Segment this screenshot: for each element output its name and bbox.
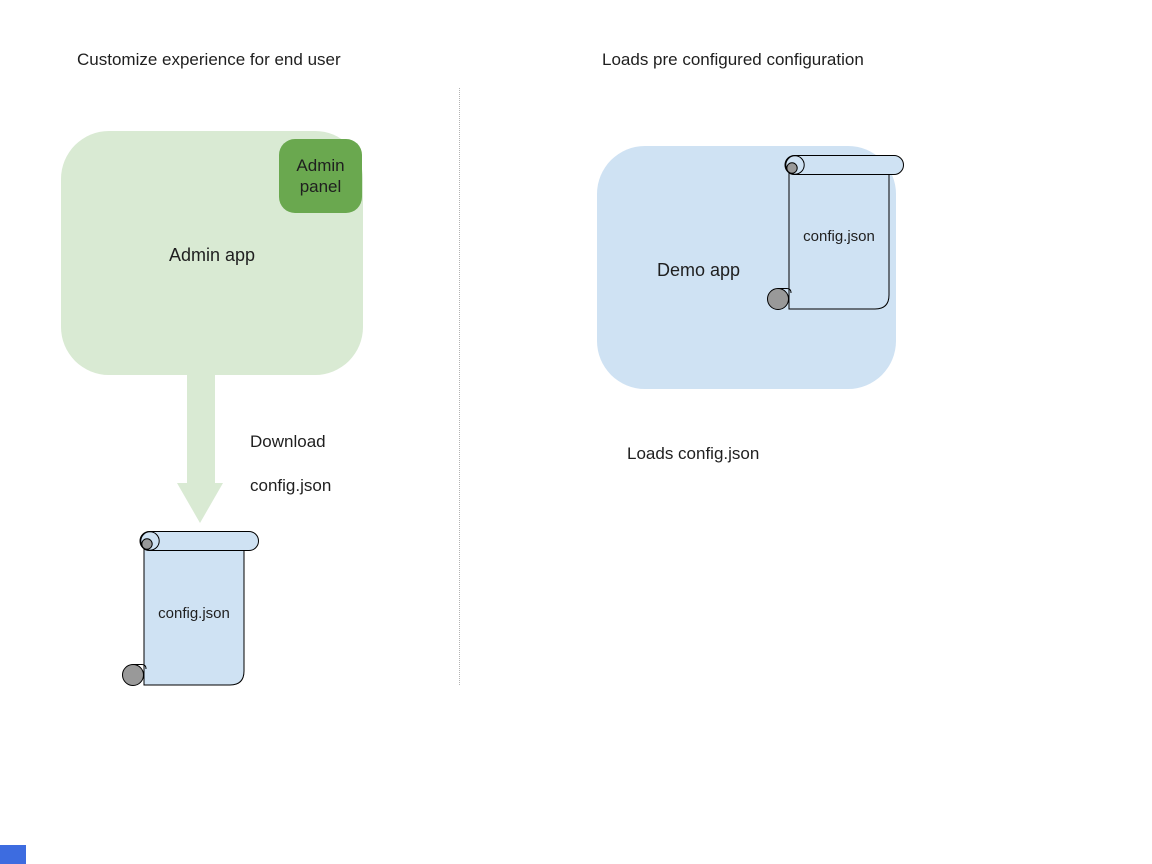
config-scroll-icon: [767, 155, 904, 312]
download-caption-line2: config.json: [250, 476, 332, 495]
admin-panel-label: Admin panel: [296, 156, 345, 196]
right-section-heading: Loads pre configured configuration: [602, 50, 864, 69]
download-caption-line1: Download: [250, 432, 326, 451]
corner-marker: [0, 845, 26, 864]
demo-app-label: Demo app: [657, 260, 741, 280]
config-file-label-left: config.json: [158, 605, 230, 622]
config-scroll-icon: [122, 531, 259, 688]
admin-panel-box: Admin panel: [279, 139, 362, 213]
section-divider: [459, 88, 460, 685]
config-file-label-right: config.json: [803, 228, 875, 245]
admin-app-label: Admin app: [168, 245, 256, 265]
left-section-heading: Customize experience for end user: [77, 50, 341, 69]
download-caption: Download config.json: [250, 409, 331, 519]
loads-caption: Loads config.json: [627, 444, 760, 463]
download-arrow-icon: [177, 375, 223, 524]
